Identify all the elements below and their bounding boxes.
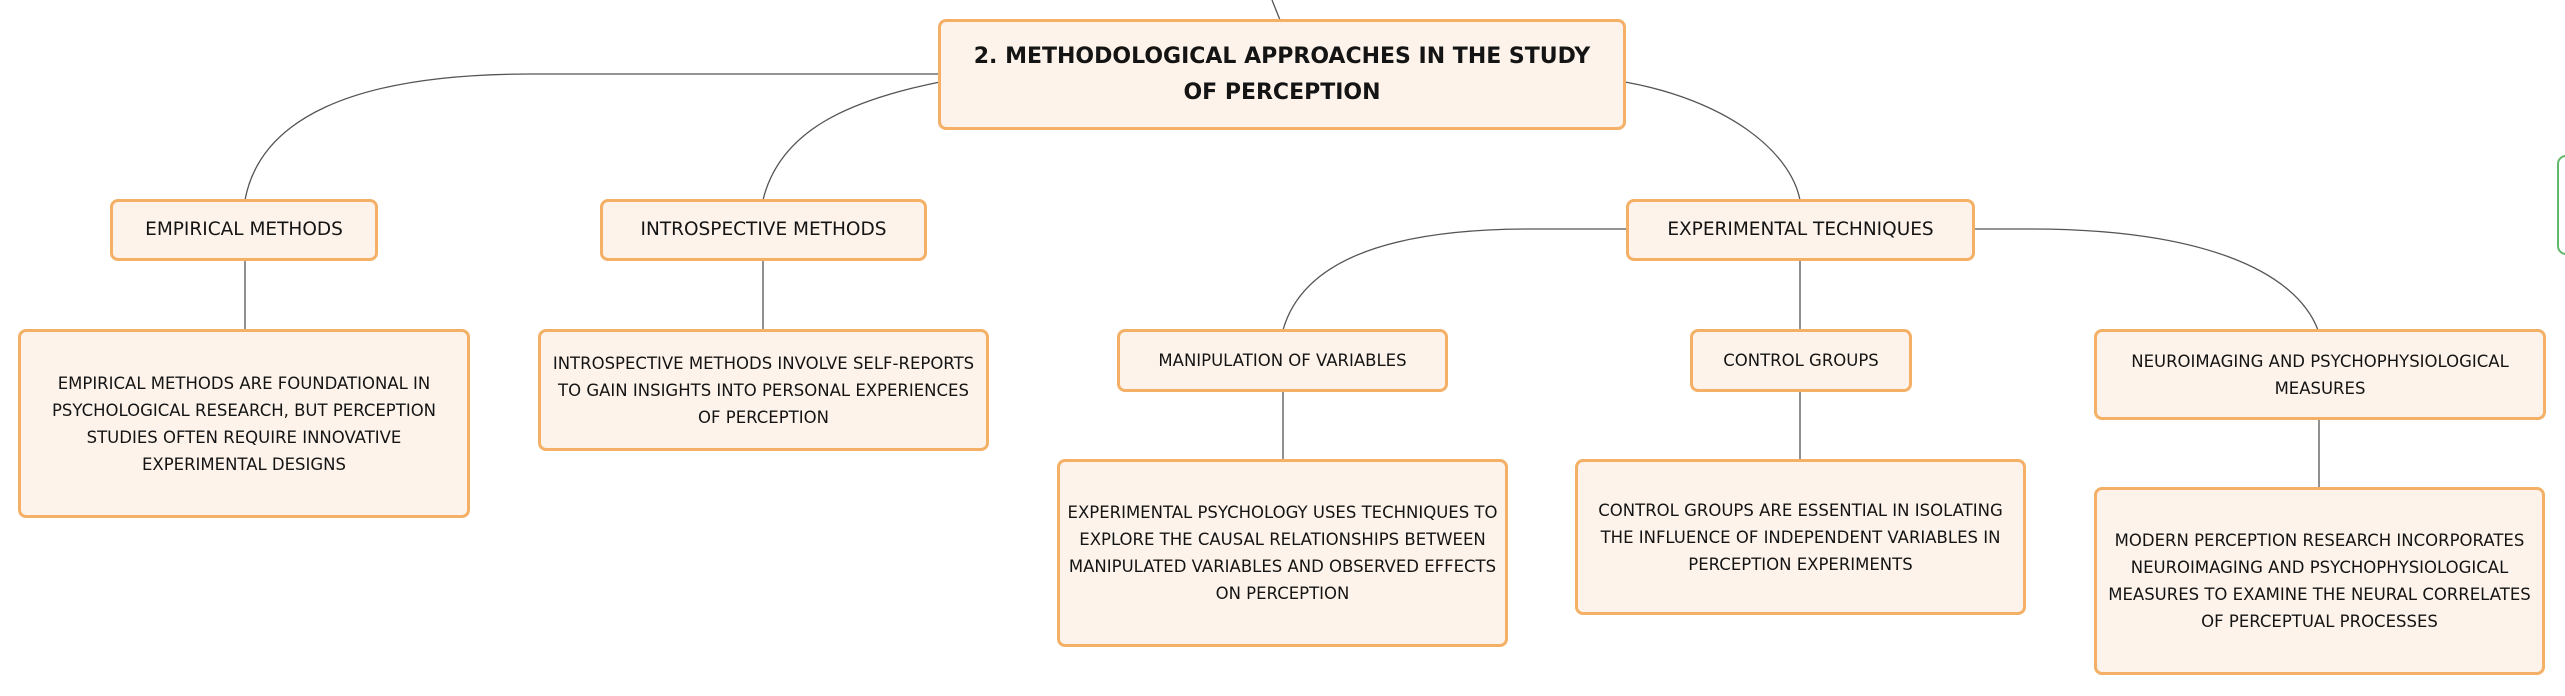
topic-node-experimental-techniques[interactable]: EXPERIMENTAL TECHNIQUES bbox=[1626, 199, 1975, 261]
subtopic-node-neuroimaging-measures[interactable]: NEUROIMAGING AND PSYCHOPHYSIOLOGICAL MEA… bbox=[2094, 329, 2546, 420]
root-topic-node[interactable]: 2. METHODOLOGICAL APPROACHES IN THE STUD… bbox=[938, 19, 1626, 130]
connector-experimental-neuroimaging bbox=[1973, 228, 2319, 331]
topic-label: INTROSPECTIVE METHODS bbox=[640, 219, 887, 240]
subtopic-node-manipulation-of-variables[interactable]: MANIPULATION OF VARIABLES bbox=[1117, 329, 1448, 392]
detail-node-control-groups[interactable]: CONTROL GROUPS ARE ESSENTIAL IN ISOLATIN… bbox=[1575, 459, 2026, 615]
detail-node-manipulation-of-variables[interactable]: EXPERIMENTAL PSYCHOLOGY USES TECHNIQUES … bbox=[1057, 459, 1508, 647]
detail-node-introspective-methods[interactable]: INTROSPECTIVE METHODS INVOLVE SELF-REPOR… bbox=[538, 329, 989, 451]
detail-text: INTROSPECTIVE METHODS INVOLVE SELF-REPOR… bbox=[552, 353, 975, 427]
subtopic-label: MANIPULATION OF VARIABLES bbox=[1158, 351, 1407, 370]
offscreen-node-edge[interactable] bbox=[2557, 155, 2565, 255]
detail-text: CONTROL GROUPS ARE ESSENTIAL IN ISOLATIN… bbox=[1598, 500, 2003, 574]
topic-label: EXPERIMENTAL TECHNIQUES bbox=[1667, 219, 1934, 240]
subtopic-label: CONTROL GROUPS bbox=[1723, 351, 1879, 370]
connector-experimental-manipulation bbox=[1282, 228, 1627, 331]
detail-text: EMPIRICAL METHODS ARE FOUNDATIONAL IN PS… bbox=[51, 373, 437, 474]
connector-root-introspective bbox=[762, 81, 941, 201]
connector-parent-to-root bbox=[1271, 0, 1281, 21]
detail-text: MODERN PERCEPTION RESEARCH INCORPORATES … bbox=[2108, 531, 2531, 631]
connector-root-empirical bbox=[244, 73, 940, 201]
detail-node-empirical-methods[interactable]: EMPIRICAL METHODS ARE FOUNDATIONAL IN PS… bbox=[18, 329, 470, 518]
detail-text: EXPERIMENTAL PSYCHOLOGY USES TECHNIQUES … bbox=[1067, 503, 1498, 603]
topic-node-empirical-methods[interactable]: EMPIRICAL METHODS bbox=[110, 199, 378, 261]
topic-label: EMPIRICAL METHODS bbox=[145, 219, 343, 240]
detail-node-neuroimaging-measures[interactable]: MODERN PERCEPTION RESEARCH INCORPORATES … bbox=[2094, 487, 2545, 675]
connector-root-experimental bbox=[1624, 81, 1801, 201]
subtopic-node-control-groups[interactable]: CONTROL GROUPS bbox=[1690, 329, 1912, 392]
root-topic-label: 2. METHODOLOGICAL APPROACHES IN THE STUD… bbox=[973, 43, 1591, 105]
topic-node-introspective-methods[interactable]: INTROSPECTIVE METHODS bbox=[600, 199, 927, 261]
subtopic-label: NEUROIMAGING AND PSYCHOPHYSIOLOGICAL MEA… bbox=[2131, 351, 2509, 398]
